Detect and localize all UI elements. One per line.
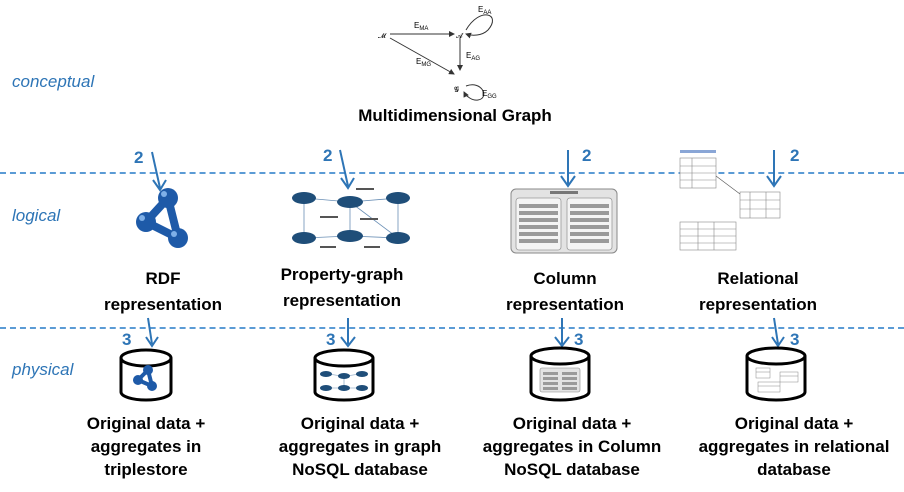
edge-label-ema: E [414, 21, 419, 30]
arrow-to-rdf [151, 151, 167, 192]
physical-label-triplestore: Original data + aggregates in triplestor… [64, 412, 228, 481]
graph-node-m: 𝓜 [378, 32, 387, 40]
multidimensional-graph-icon: 𝓜 𝓐 𝓖 EMA EAA EAG EMG EGG [378, 5, 497, 101]
edge-label-eaa: E [478, 5, 483, 14]
graph-node-g: 𝓖 [454, 86, 459, 94]
logical-title-pg-line2: representation [282, 291, 402, 310]
logical-title-column: Column representation [490, 266, 640, 318]
logical-title-rdf: RDF representation [100, 266, 226, 318]
logical-title-rdf-line2: representation [103, 295, 223, 314]
physical-label-column-db: Original data + aggregates in Column NoS… [460, 412, 684, 481]
logical-title-rdf-line1: RDF [145, 269, 181, 288]
step-number-col-2: 2 [582, 146, 592, 165]
logical-title-pg-line1: Property-graph [280, 265, 404, 284]
step-number-rdf-2: 2 [134, 148, 144, 167]
physical-col-line1: Original data + [512, 414, 632, 433]
physical-rdf-line1: Original data + [86, 414, 206, 433]
arrow-to-relational [766, 150, 782, 188]
arrow-to-property-graph [339, 149, 355, 190]
physical-label-graph-db: Original data + aggregates in graph NoSQ… [262, 412, 458, 481]
logical-title-rel-line2: representation [698, 295, 818, 314]
logical-title-col-line2: representation [505, 295, 625, 314]
svg-text:EMG: EMG [416, 57, 431, 68]
column-family-thumbnail [510, 188, 618, 254]
step-number-col-3: 3 [574, 330, 584, 349]
edge-label-eag: E [466, 51, 471, 60]
edge-sub-egg: GG [487, 94, 497, 100]
edge-sub-emg: MG [421, 62, 431, 68]
column-nosql-database-icon [529, 346, 591, 402]
logical-title-rel-line1: Relational [717, 269, 799, 288]
edge-sub-eaa: AA [483, 10, 491, 16]
layer-label-physical: physical [12, 360, 74, 379]
physical-pg-line1: Original data + [300, 414, 420, 433]
layer-label-logical: logical [12, 206, 61, 225]
arrow-to-relational-db [771, 317, 785, 348]
arrow-to-graph-db [340, 318, 356, 348]
physical-pg-line2: aggregates in graph [278, 437, 442, 456]
step-number-rdf-3: 3 [122, 330, 132, 349]
arrow-to-column [560, 150, 576, 188]
physical-label-relational-db: Original data + aggregates in relational… [686, 412, 902, 481]
svg-text:EAG: EAG [466, 51, 480, 62]
property-graph-thumbnail [292, 188, 410, 248]
separator-conceptual-logical [0, 172, 904, 174]
svg-text:EAA: EAA [478, 5, 491, 16]
step-number-pg-2: 2 [323, 146, 333, 165]
edge-label-emg: E [416, 57, 421, 66]
edge-sub-eag: AG [471, 56, 480, 62]
graph-node-a: 𝓐 [456, 32, 464, 40]
physical-rdf-line3: triplestore [104, 460, 188, 479]
logical-title-relational: Relational representation [678, 266, 838, 318]
physical-rel-line3: database [757, 460, 831, 479]
logical-title-col-line1: Column [533, 269, 597, 288]
step-number-rel-3: 3 [790, 330, 800, 349]
layer-label-conceptual: conceptual [12, 72, 95, 91]
physical-pg-line3: NoSQL database [292, 460, 428, 479]
relational-database-icon [745, 346, 807, 402]
edge-label-egg: E [482, 89, 487, 98]
rdf-network-icon [136, 188, 188, 248]
physical-rdf-line2: aggregates in [90, 437, 202, 456]
step-number-pg-3: 3 [326, 330, 336, 349]
physical-rel-line1: Original data + [734, 414, 854, 433]
separator-logical-physical [0, 327, 904, 329]
conceptual-title: Multidimensional Graph [358, 106, 552, 125]
logical-title-property-graph: Property-graph representation [262, 262, 422, 314]
arrow-to-column-db [554, 318, 570, 348]
physical-col-line3: NoSQL database [504, 460, 640, 479]
svg-text:EMA: EMA [414, 21, 428, 32]
graph-nosql-database-icon [313, 348, 375, 402]
physical-col-line2: aggregates in Column [482, 437, 662, 456]
edge-sub-ema: MA [419, 26, 428, 32]
svg-text:EGG: EGG [482, 89, 497, 100]
step-number-rel-2: 2 [790, 146, 800, 165]
arrow-to-triplestore [145, 317, 159, 348]
triplestore-database-icon [119, 348, 173, 402]
physical-rel-line2: aggregates in relational [698, 437, 890, 456]
relational-tables-thumbnail [679, 150, 781, 251]
